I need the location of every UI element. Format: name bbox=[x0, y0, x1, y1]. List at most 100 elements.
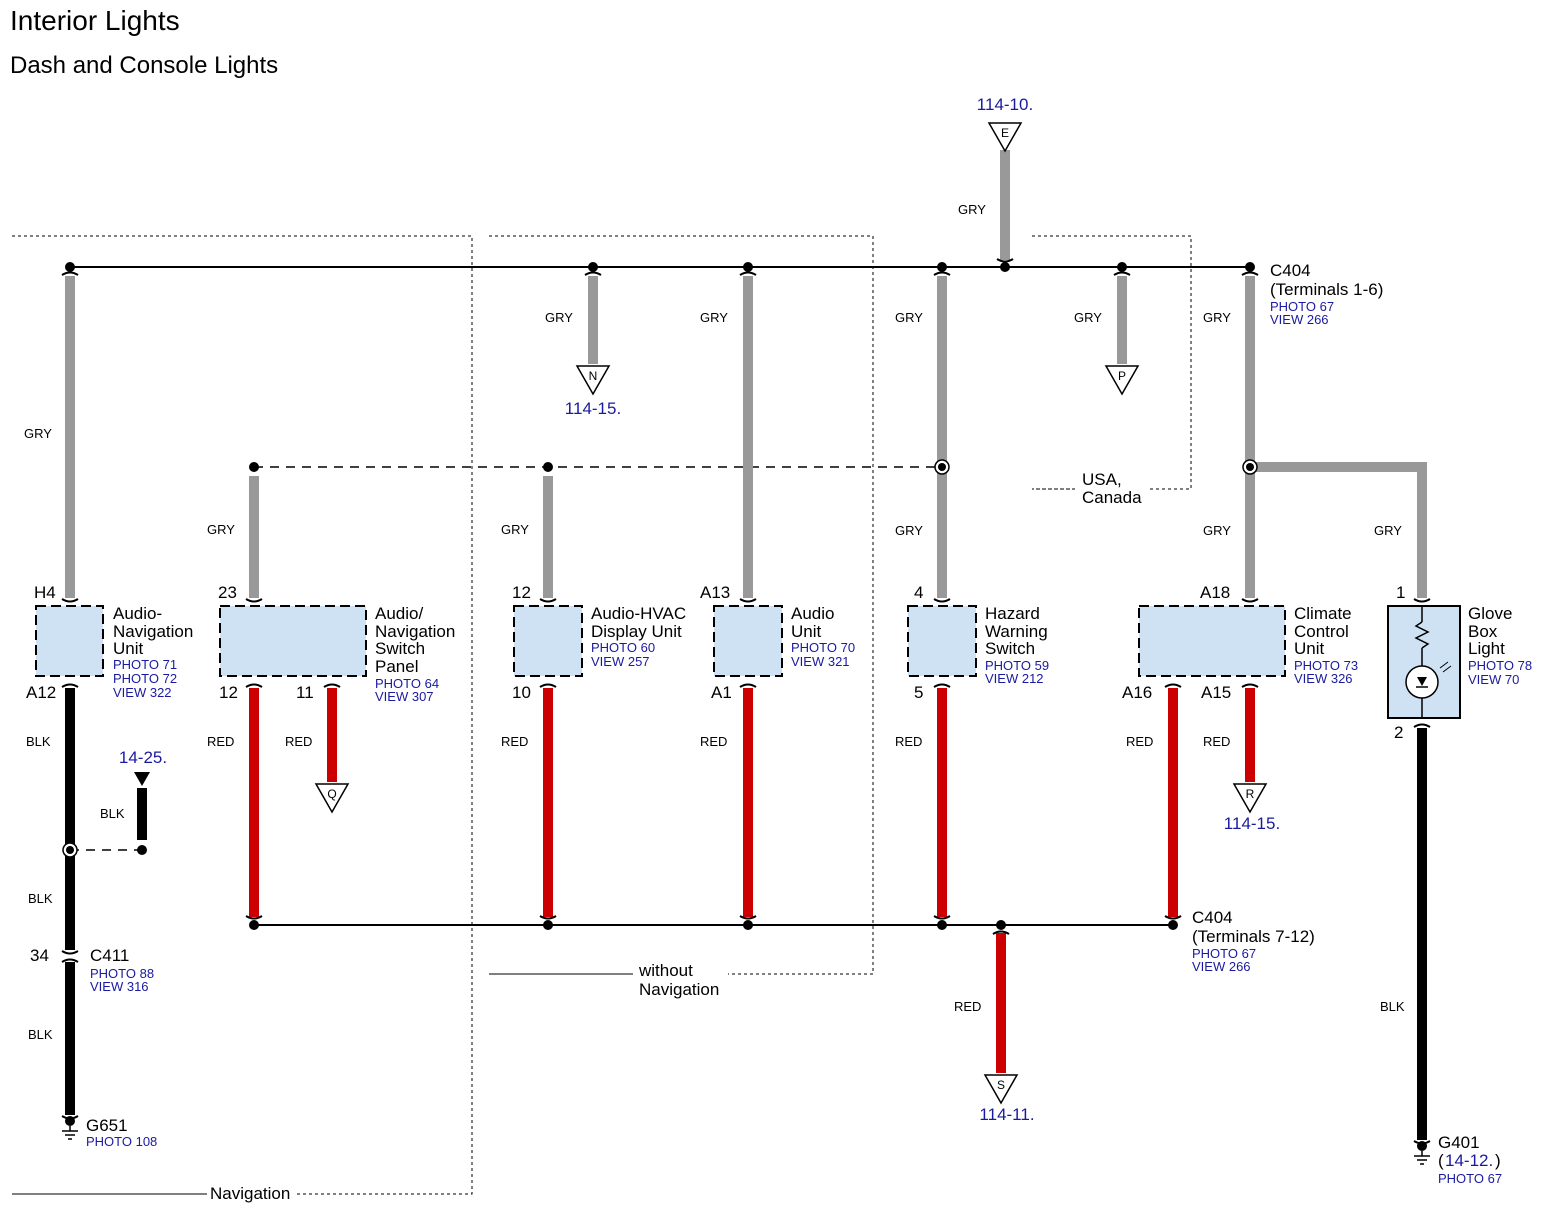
offpage-p-triangle bbox=[1104, 365, 1140, 396]
link-114-15-n[interactable]: 114-15. bbox=[565, 399, 621, 418]
svg-text:Audio-: Audio- bbox=[113, 604, 162, 623]
g401-label: G401 ( 14-12. ) PHOTO 67 bbox=[1438, 1133, 1502, 1186]
offpage-triangles bbox=[314, 122, 1268, 1105]
usa-canada-label-1: USA, bbox=[1082, 470, 1122, 489]
pin-label: A13 bbox=[700, 583, 730, 602]
svg-text:Unit: Unit bbox=[113, 639, 144, 658]
svg-text:(Terminals 7-12): (Terminals 7-12) bbox=[1192, 927, 1315, 946]
splice-dot bbox=[1000, 262, 1010, 272]
photo-ref: PHOTO 59 bbox=[985, 658, 1049, 673]
wire-label-red: RED bbox=[1126, 734, 1153, 749]
photo-ref: PHOTO 70 bbox=[791, 640, 855, 655]
link-114-10[interactable]: 114-10. bbox=[977, 95, 1033, 114]
photo-ref: PHOTO 72 bbox=[113, 671, 177, 686]
link-114-15-r[interactable]: 114-15. bbox=[1224, 814, 1280, 833]
hollow-splices bbox=[62, 459, 1258, 858]
splice-dot bbox=[65, 262, 75, 272]
option-group-boxes bbox=[12, 235, 1192, 1195]
without-navigation-group-box bbox=[489, 235, 874, 975]
red-wires bbox=[249, 688, 1255, 1073]
offpage-r-letter: R bbox=[1246, 787, 1255, 801]
glove-box-light-label: Glove Box Light PHOTO 78 VIEW 70 bbox=[1468, 604, 1532, 687]
svg-text:): ) bbox=[1495, 1151, 1501, 1170]
pin-label: H4 bbox=[34, 583, 56, 602]
hvac-display-box bbox=[513, 605, 583, 677]
svg-text:C404: C404 bbox=[1192, 908, 1233, 927]
audio-unit-box bbox=[713, 605, 783, 677]
offpage-1425-arrow-icon bbox=[134, 772, 150, 786]
wire-color-labels: GRY GRY GRY GRY GRY GRY GRY GRY GRY GRY … bbox=[24, 202, 1405, 1042]
photo-ref: PHOTO 108 bbox=[86, 1134, 157, 1149]
view-ref: VIEW 316 bbox=[90, 979, 149, 994]
hazard-switch-box bbox=[907, 605, 977, 677]
svg-text:Navigation: Navigation bbox=[113, 622, 193, 641]
svg-text:Climate: Climate bbox=[1294, 604, 1352, 623]
link-114-11[interactable]: 114-11. bbox=[979, 1105, 1034, 1124]
nav-switch-panel-label: Audio/ Navigation Switch Panel PHOTO 64 … bbox=[375, 604, 455, 704]
wire-label-gry: GRY bbox=[1203, 523, 1231, 538]
splice-dot bbox=[1168, 920, 1178, 930]
svg-text:Navigation: Navigation bbox=[375, 622, 455, 641]
wire-label-blk: BLK bbox=[28, 1027, 53, 1042]
wire-label-red: RED bbox=[700, 734, 727, 749]
svg-text:Display Unit: Display Unit bbox=[591, 622, 682, 641]
svg-text:C404: C404 bbox=[1270, 261, 1311, 280]
svg-text:(: ( bbox=[1438, 1151, 1444, 1170]
connector-arcs bbox=[61, 258, 1431, 1145]
wire-label-gry: GRY bbox=[958, 202, 986, 217]
navigation-group-label: Navigation bbox=[210, 1184, 290, 1203]
wire-label-blk: BLK bbox=[1380, 999, 1405, 1014]
component-boxes bbox=[35, 605, 1286, 677]
splice-dot bbox=[249, 920, 259, 930]
splice-points bbox=[65, 262, 1255, 930]
g651-label: G651 PHOTO 108 bbox=[86, 1116, 157, 1149]
wire-label-gry: GRY bbox=[895, 523, 923, 538]
wire-label-red: RED bbox=[895, 734, 922, 749]
svg-text:G651: G651 bbox=[86, 1116, 128, 1135]
svg-text:Unit: Unit bbox=[1294, 639, 1325, 658]
wire-label-gry: GRY bbox=[24, 426, 52, 441]
svg-text:Audio: Audio bbox=[791, 604, 834, 623]
hvac-display-label: Audio-HVAC Display Unit PHOTO 60 VIEW 25… bbox=[591, 604, 686, 669]
svg-text:Box: Box bbox=[1468, 622, 1498, 641]
splice-dot bbox=[743, 920, 753, 930]
photo-ref: PHOTO 78 bbox=[1468, 658, 1532, 673]
link-14-12[interactable]: 14-12. bbox=[1445, 1151, 1493, 1170]
photo-ref: PHOTO 73 bbox=[1294, 658, 1358, 673]
dashed-links bbox=[70, 466, 942, 851]
svg-text:Glove: Glove bbox=[1468, 604, 1512, 623]
page-subtitle: Dash and Console Lights bbox=[10, 52, 278, 79]
audio-navigation-unit-box bbox=[35, 605, 104, 677]
pin-label: 10 bbox=[512, 683, 531, 702]
svg-text:Control: Control bbox=[1294, 622, 1349, 641]
photo-ref: PHOTO 60 bbox=[591, 640, 655, 655]
gry-wires bbox=[65, 150, 1427, 598]
splice-dot bbox=[543, 920, 553, 930]
wire-label-gry: GRY bbox=[895, 310, 923, 325]
gry-wire-glove bbox=[1250, 462, 1427, 598]
svg-text:Unit: Unit bbox=[791, 622, 822, 641]
svg-text:(Terminals 1-6): (Terminals 1-6) bbox=[1270, 280, 1383, 299]
offpage-q-letter: Q bbox=[327, 787, 336, 801]
usa-canada-group-box bbox=[1032, 235, 1192, 490]
glove-box-light-component bbox=[1387, 605, 1461, 719]
pin-label: 4 bbox=[914, 583, 923, 602]
offpage-q-triangle bbox=[314, 783, 350, 814]
offpage-n-triangle bbox=[575, 365, 611, 396]
svg-text:Panel: Panel bbox=[375, 657, 418, 676]
splice-dot bbox=[1245, 262, 1255, 272]
wire-label-red: RED bbox=[207, 734, 234, 749]
pin-label: A15 bbox=[1201, 683, 1231, 702]
resistor-icon bbox=[1414, 621, 1430, 649]
splice-dot bbox=[937, 262, 947, 272]
climate-control-box bbox=[1138, 605, 1286, 677]
link-14-25[interactable]: 14-25. bbox=[119, 748, 167, 767]
splice-dot bbox=[996, 920, 1006, 930]
wire-label-gry: GRY bbox=[207, 522, 235, 537]
splice-dot bbox=[937, 920, 947, 930]
audio-navigation-unit-label: Audio- Navigation Unit PHOTO 71 PHOTO 72… bbox=[113, 604, 193, 700]
g651-ground-icon bbox=[62, 1116, 78, 1140]
svg-text:34: 34 bbox=[30, 946, 49, 965]
wire-label-blk: BLK bbox=[28, 891, 53, 906]
